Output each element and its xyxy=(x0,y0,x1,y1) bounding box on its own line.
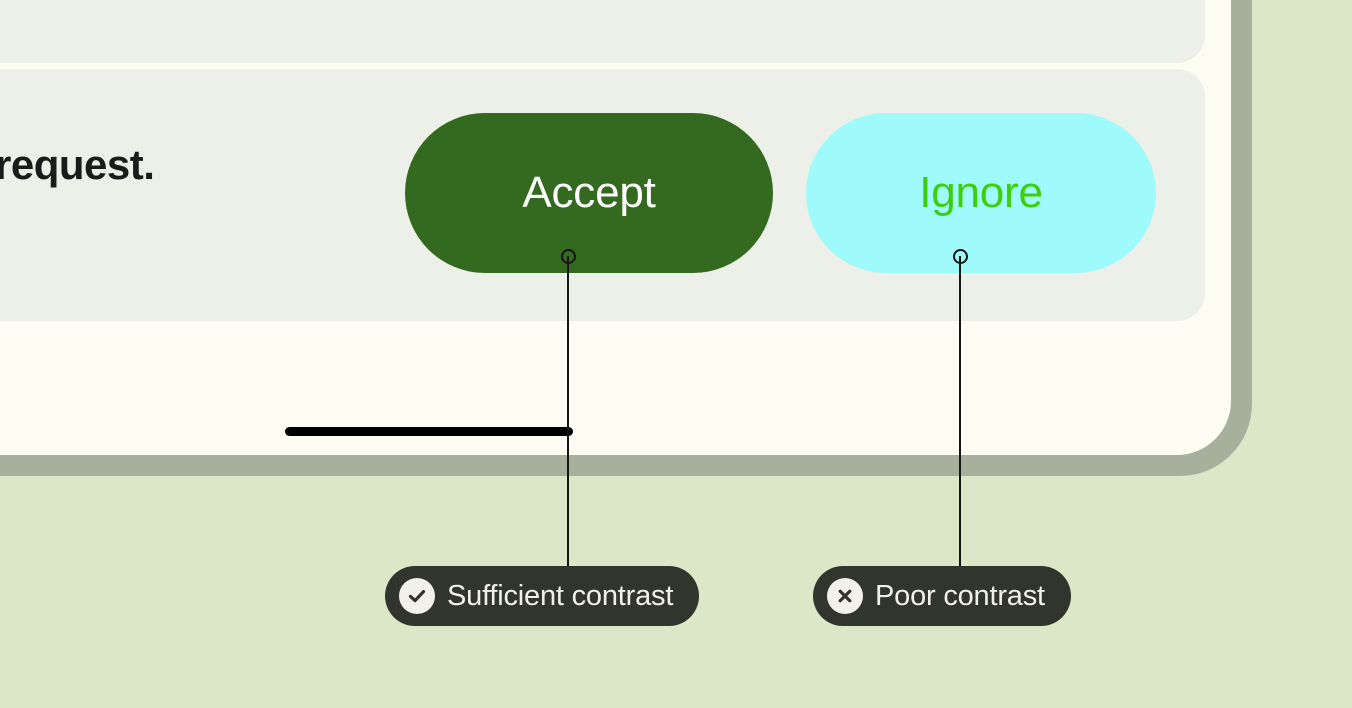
request-message-text: a request. xyxy=(0,141,155,188)
accept-button[interactable]: Accept xyxy=(405,113,773,273)
upper-content-card xyxy=(0,0,1205,63)
leader-dot-ignore xyxy=(953,249,968,264)
x-circle-icon xyxy=(827,578,863,614)
leader-dot-accept xyxy=(561,249,576,264)
check-circle-icon xyxy=(399,578,435,614)
device-screen: a request. Accept Ignore xyxy=(0,0,1231,455)
home-indicator xyxy=(285,427,573,436)
annotation-chip-poor-contrast: Poor contrast xyxy=(813,566,1071,626)
leader-line-accept xyxy=(567,256,569,567)
annotation-chip-label: Sufficient contrast xyxy=(447,579,674,612)
annotation-chip-label: Poor contrast xyxy=(875,579,1045,612)
leader-line-ignore xyxy=(959,256,961,567)
annotation-chip-sufficient-contrast: Sufficient contrast xyxy=(385,566,700,626)
device-frame: a request. Accept Ignore xyxy=(0,0,1252,476)
ignore-button[interactable]: Ignore xyxy=(806,113,1156,273)
